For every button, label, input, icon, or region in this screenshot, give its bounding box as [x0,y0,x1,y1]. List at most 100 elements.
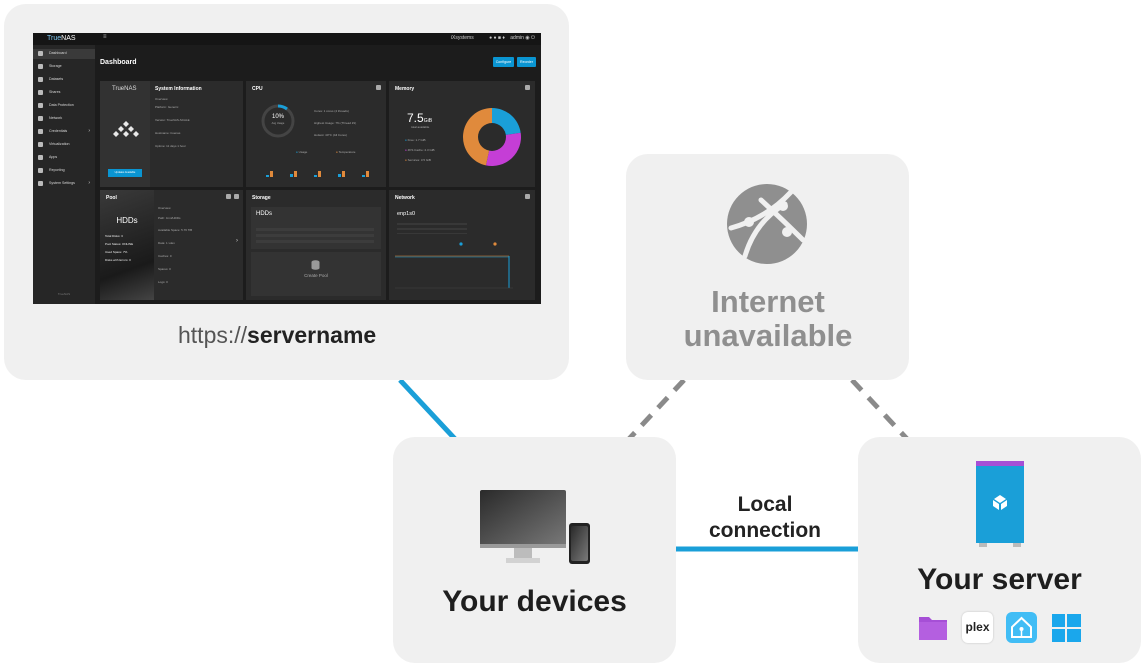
nav-icon [38,77,43,82]
truenas-logo: TrueNAS [47,35,76,42]
widget-cpu: CPU 10% Avg Usage Cores: 1 cores (4 thre… [246,81,386,187]
sysinfo-line: Uptime: 11 days 1 hour [155,144,186,148]
truenas-emblem-icon [113,121,139,137]
menu-icon[interactable]: ≡ [103,34,107,40]
create-pool-label: Create Pool [304,273,328,278]
storage-pool-name: HDDs [256,211,272,217]
sidebar-item-system-settings[interactable]: System Settings › [33,179,95,189]
nav-icon [38,103,43,108]
sidebar-item-label: Virtualization [49,142,70,146]
pool-detail: Path: /mnt/HDDs [158,216,181,220]
sidebar-item-label: Reporting [49,168,65,172]
server-internet-dashed-line [850,378,910,442]
pool-detail: Caches: 0 [158,254,172,258]
cpu-percent: 10% [271,114,284,120]
network-traffic-chart [395,242,513,289]
sidebar-item-shares[interactable]: Shares [33,88,95,98]
notifications-icon[interactable]: ● ● ■ ♦ [489,35,505,41]
sysinfo-line: Version: TrueNAS-SCALE [155,118,190,122]
pool-title: Pool [106,195,117,201]
cpu-gauge [261,104,295,138]
nav-icon [38,129,43,134]
network-title: Network [395,195,415,201]
nav-icon [38,64,43,69]
pool-detail: Logs: 0 [158,280,168,284]
chevron-right-icon: › [88,180,90,186]
cpu-title: CPU [252,86,263,92]
pool-name: HDDs [116,216,138,225]
nav-icon [38,155,43,160]
chevron-right-icon[interactable]: › [236,238,238,244]
chevron-right-icon: › [88,128,90,134]
sidebar-item-network[interactable]: Network [33,114,95,124]
windows-icon [1052,614,1081,642]
memory-legend-zfs: ● ZFS Cache: 2.3 GiB [405,148,435,152]
memory-subtitle: total available [411,125,430,129]
home-assistant-icon [1006,612,1037,643]
widget-menu-icon[interactable] [525,194,530,199]
widget-pool: Pool HDDs Total Disks: 3 Pool Status: ON… [100,190,243,300]
sidebar-item-label: Storage [49,64,62,68]
pool-detail: Spares: 0 [158,267,171,271]
network-details [397,220,467,234]
sidebar-item-datasets[interactable]: Datasets [33,75,95,85]
cpu-line: Highest Usage: 7% (Thread #1) [314,121,357,125]
updates-available-button[interactable]: Updates Available [108,169,142,177]
pool-side-panel: Pool HDDs Total Disks: 3 Pool Status: ON… [100,190,154,300]
widget-menu-icon[interactable] [525,85,530,90]
pool-detail: Available Space: 5.76 TiB [158,228,193,232]
pool-line: Disks with Errors: 0 [105,258,131,262]
top-bar: TrueNAS ≡ iXsystems ● ● ■ ♦ admin ◉ ⏻ [33,33,541,45]
sidebar-item-label: Data Protection [49,103,74,107]
plex-icon: plex [962,612,993,643]
sidebar-item-dashboard[interactable]: Dashboard [33,49,95,59]
sidebar-item-apps[interactable]: Apps [33,153,95,163]
widget-memory: Memory 7.5GiB total available ● Free: 1.… [389,81,535,187]
widget-storage: Storage HDDs Create Pool [246,190,386,300]
page-title: Dashboard [100,59,137,66]
configure-button[interactable]: Configure [493,57,514,67]
widget-expand-icon[interactable] [234,194,239,199]
local-label-line: connection [708,519,821,542]
sysinfo-line: Platform: Generic [155,105,179,109]
reorder-button[interactable]: Reorder [517,57,536,67]
power-icon[interactable]: ◉ ⏻ [525,35,535,41]
sidebar-item-storage[interactable]: Storage [33,62,95,72]
cpu-line: Hottest: 40°C (All Cores) [314,133,347,137]
network-interface-name: enp1s0 [397,211,416,217]
widget-menu-icon[interactable] [226,194,231,199]
widget-menu-icon[interactable] [376,85,381,90]
sidebar-item-data-protection[interactable]: Data Protection [33,101,95,111]
cpu-line: Cores: 1 cores (4 threads) [314,109,349,113]
system-name: iXsystems [450,35,474,41]
sidebar-item-virtualization[interactable]: Virtualization [33,140,95,150]
devices-icon [480,490,590,564]
memory-legend-services: ● Services: 3.5 GiB [405,158,431,162]
sidebar-item-label: System Settings [49,181,75,185]
server-label: Your server [917,563,1082,596]
pool-line: Used Space: 7% [105,250,128,254]
sidebar-item-label: Credentials [49,129,68,133]
web-link-line [398,378,458,442]
pool-line: Pool Status: ONLINE [105,242,134,246]
sidebar-footer: TrueNAS [57,292,71,296]
storage-pool-card[interactable]: HDDs [251,207,381,249]
nav-icon [38,168,43,173]
sidebar-item-label: Shares [49,90,61,94]
sidebar-item-reporting[interactable]: Reporting [33,166,95,176]
user-name[interactable]: admin [510,35,524,41]
sidebar-item-credentials[interactable]: Credentials › [33,127,95,137]
pool-detail: Data: 1 vdev [158,241,175,245]
server-tower-icon [976,461,1024,547]
create-pool-card[interactable]: Create Pool [251,252,381,296]
memory-value: 7.5GiB [407,111,433,125]
nav-icon [38,90,43,95]
sidebar-item-label: Datasets [49,77,64,81]
sysinfo-title: System Information [155,86,202,92]
database-icon [311,260,320,270]
donut-slice-services [463,108,492,166]
cpu-avg-label: Avg Usage [271,122,285,125]
